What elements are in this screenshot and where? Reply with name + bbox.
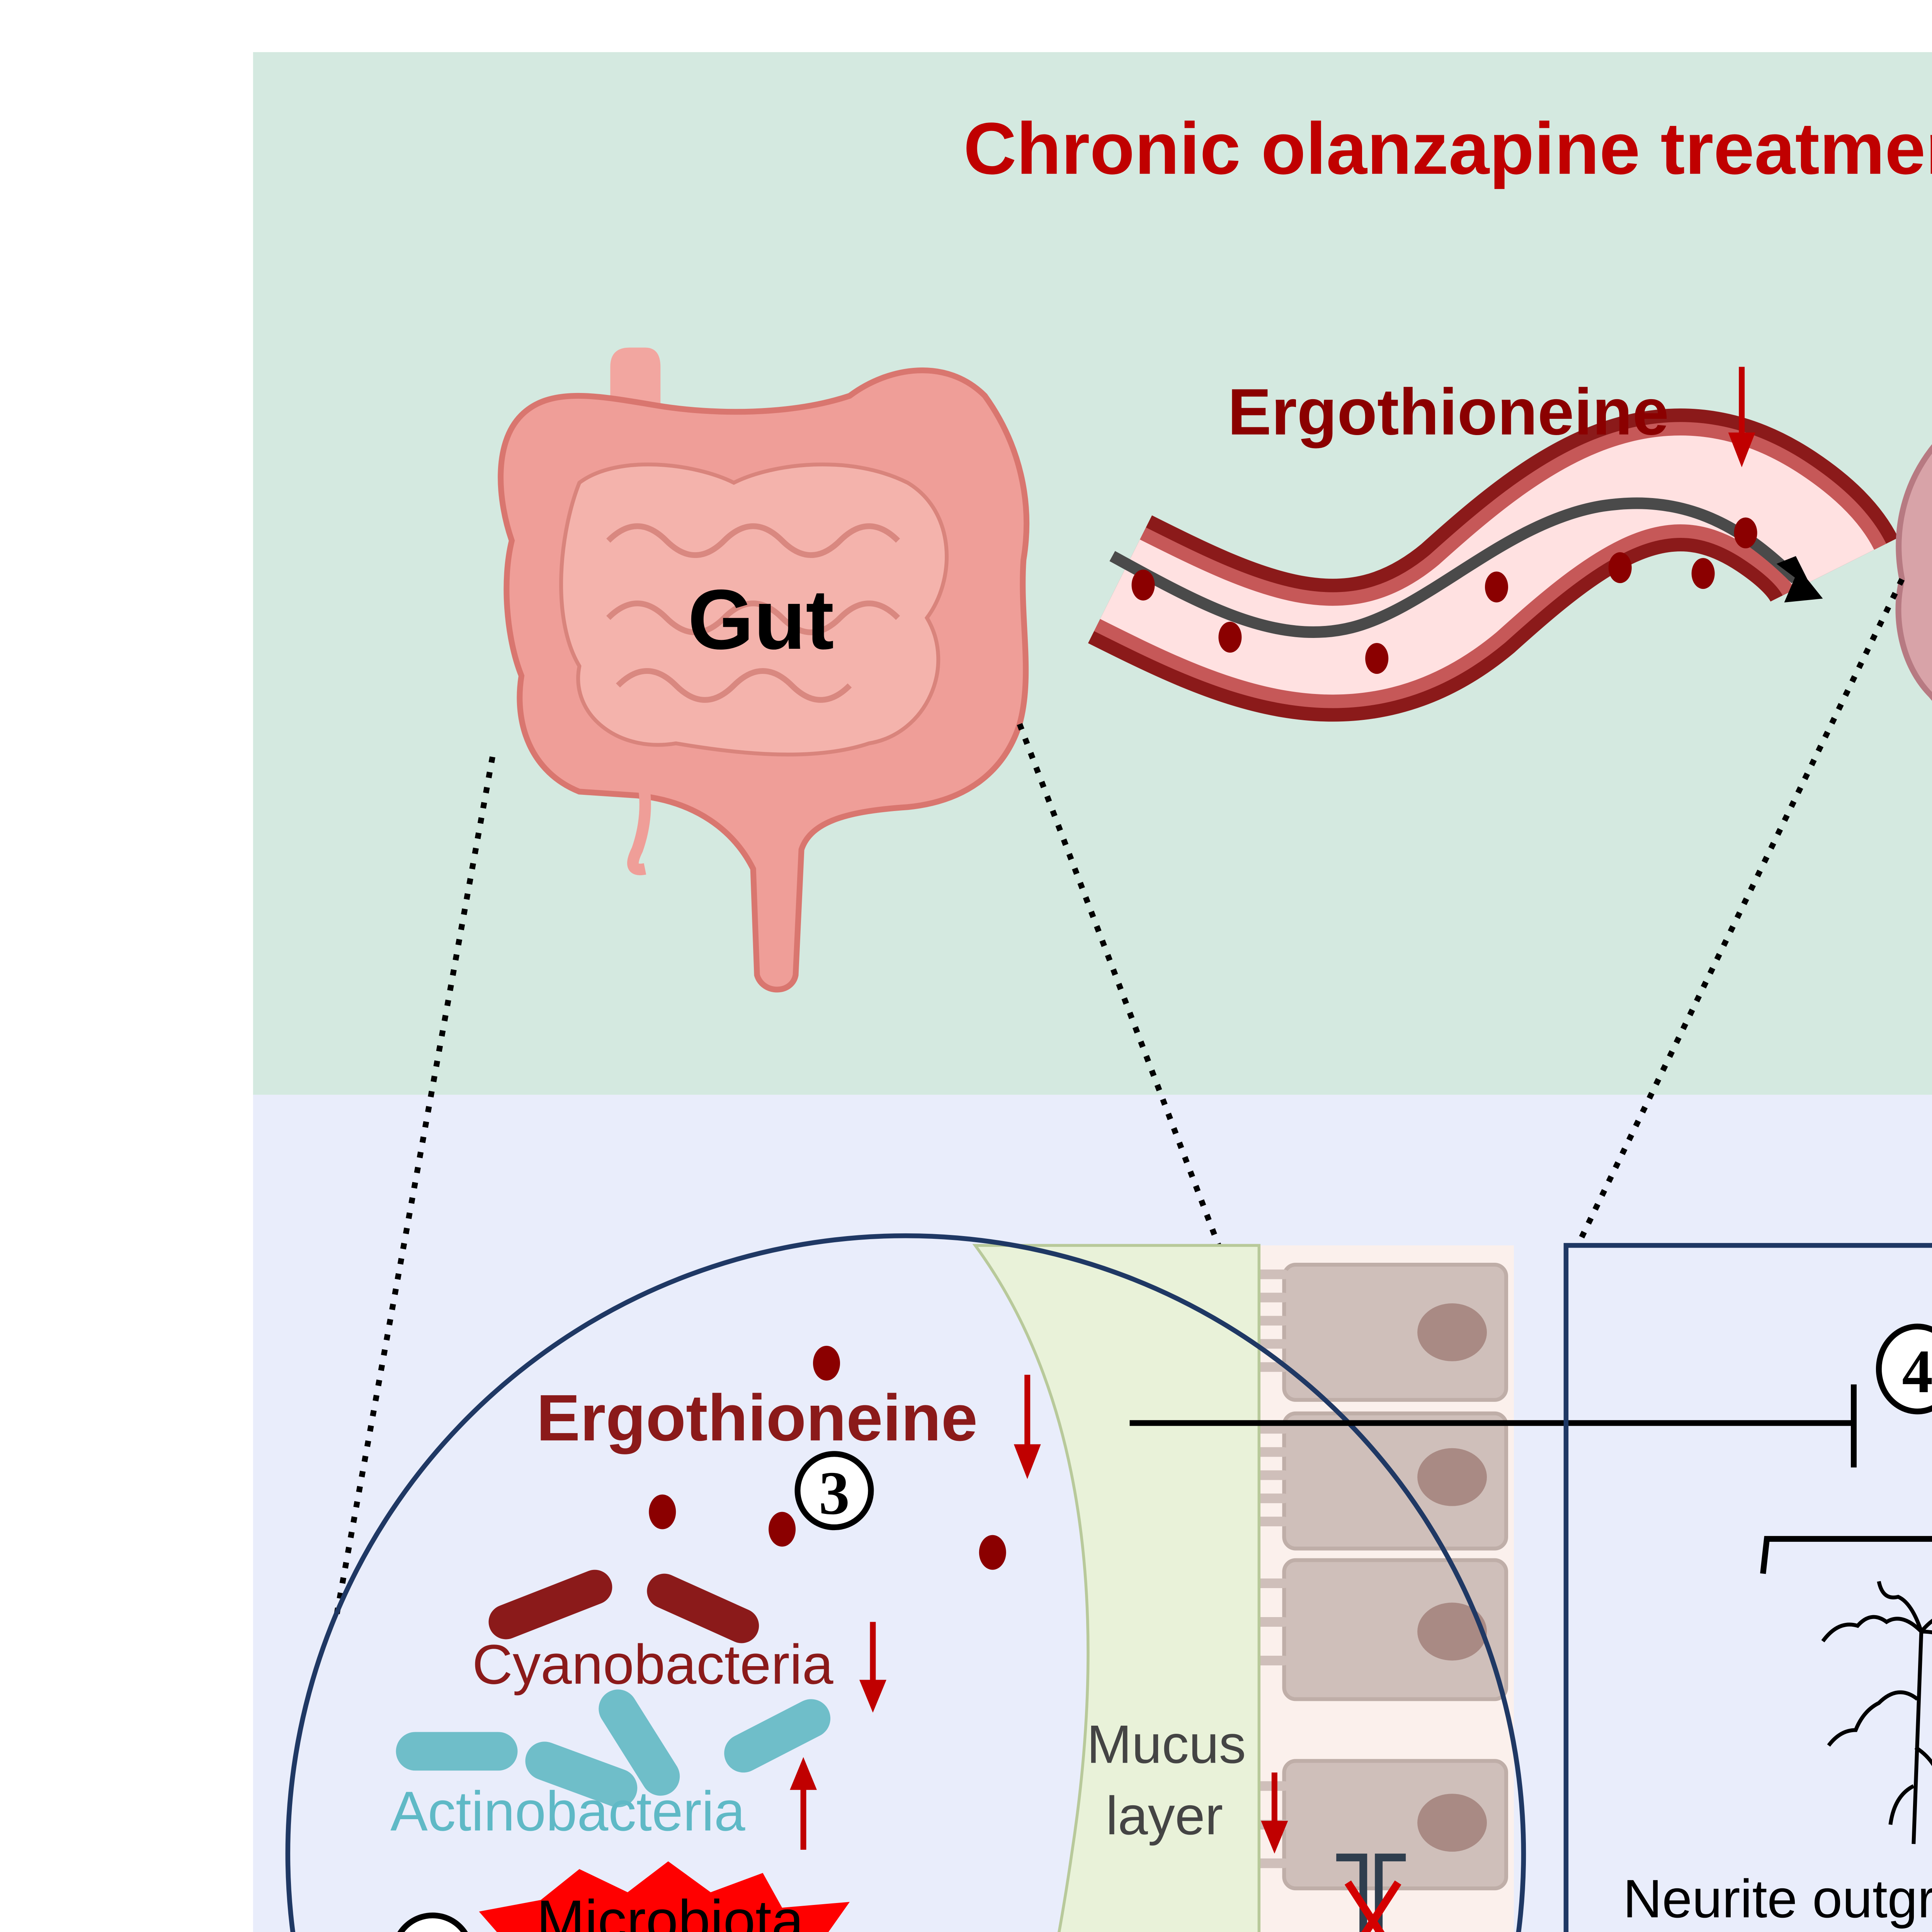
step-4-badge: 4 (1876, 1323, 1932, 1415)
svg-text:1: 1 (417, 1922, 448, 1932)
actinobacteria-label: Actinobacteria (390, 1780, 745, 1842)
microbiota-alternations-burst (479, 1861, 850, 1932)
ergothioneine-molecules (649, 1345, 1006, 1570)
circulating-ergothioneine-label: Ergothioneine (1228, 375, 1669, 449)
step-1-badge: 1 (397, 1912, 468, 1932)
actinobacteria-cells (396, 1689, 831, 1808)
tight-junction-disrupted-x-icon (1344, 1880, 1401, 1932)
gut-lumen-circle (286, 1233, 1526, 1932)
ptp1b-effects-bracket (1760, 1536, 1932, 1574)
mucus-layer-label-line2: layer (1106, 1785, 1223, 1846)
cyanobacteria-label: Cyanobacteria (472, 1633, 833, 1696)
figure-title: Chronic olanzapine treatment (963, 108, 1932, 190)
gut-illustration (498, 347, 1030, 993)
gut-magnified-panel (286, 1233, 1526, 1932)
neurite-label-line1: Neurite outgrowth (1623, 1868, 1932, 1929)
actinobacteria-up-arrow-icon (790, 1757, 817, 1850)
gut-ergothioneine-down-arrow-icon (1014, 1374, 1041, 1479)
mucus-layer-down-arrow-icon (1261, 1772, 1288, 1854)
microbiota-alternations-label-line1: Microbiota (537, 1888, 804, 1932)
circulating-ergothioneine-down-arrow-icon (1728, 367, 1755, 468)
step-3-badge: 3 (794, 1451, 874, 1531)
gut-label: Gut (688, 572, 834, 667)
mucus-layer-label-line1: Mucus (1087, 1714, 1246, 1774)
svg-text:4: 4 (1902, 1337, 1932, 1406)
flow-arrowhead-icon (1776, 556, 1823, 599)
brain-illustration (1895, 444, 1932, 701)
cyanobacteria-down-arrow-icon (859, 1622, 886, 1713)
brain-magnified-panel (1563, 1243, 1932, 1932)
blood-vessel (1088, 408, 1898, 722)
neuron-icon (1821, 1581, 1932, 1844)
cyanobacteria-cells (488, 1570, 759, 1643)
gut-ergothioneine-label: Ergothioneine (536, 1381, 978, 1455)
inhibition-connector (1129, 1384, 1857, 1468)
svg-text:3: 3 (819, 1459, 850, 1527)
